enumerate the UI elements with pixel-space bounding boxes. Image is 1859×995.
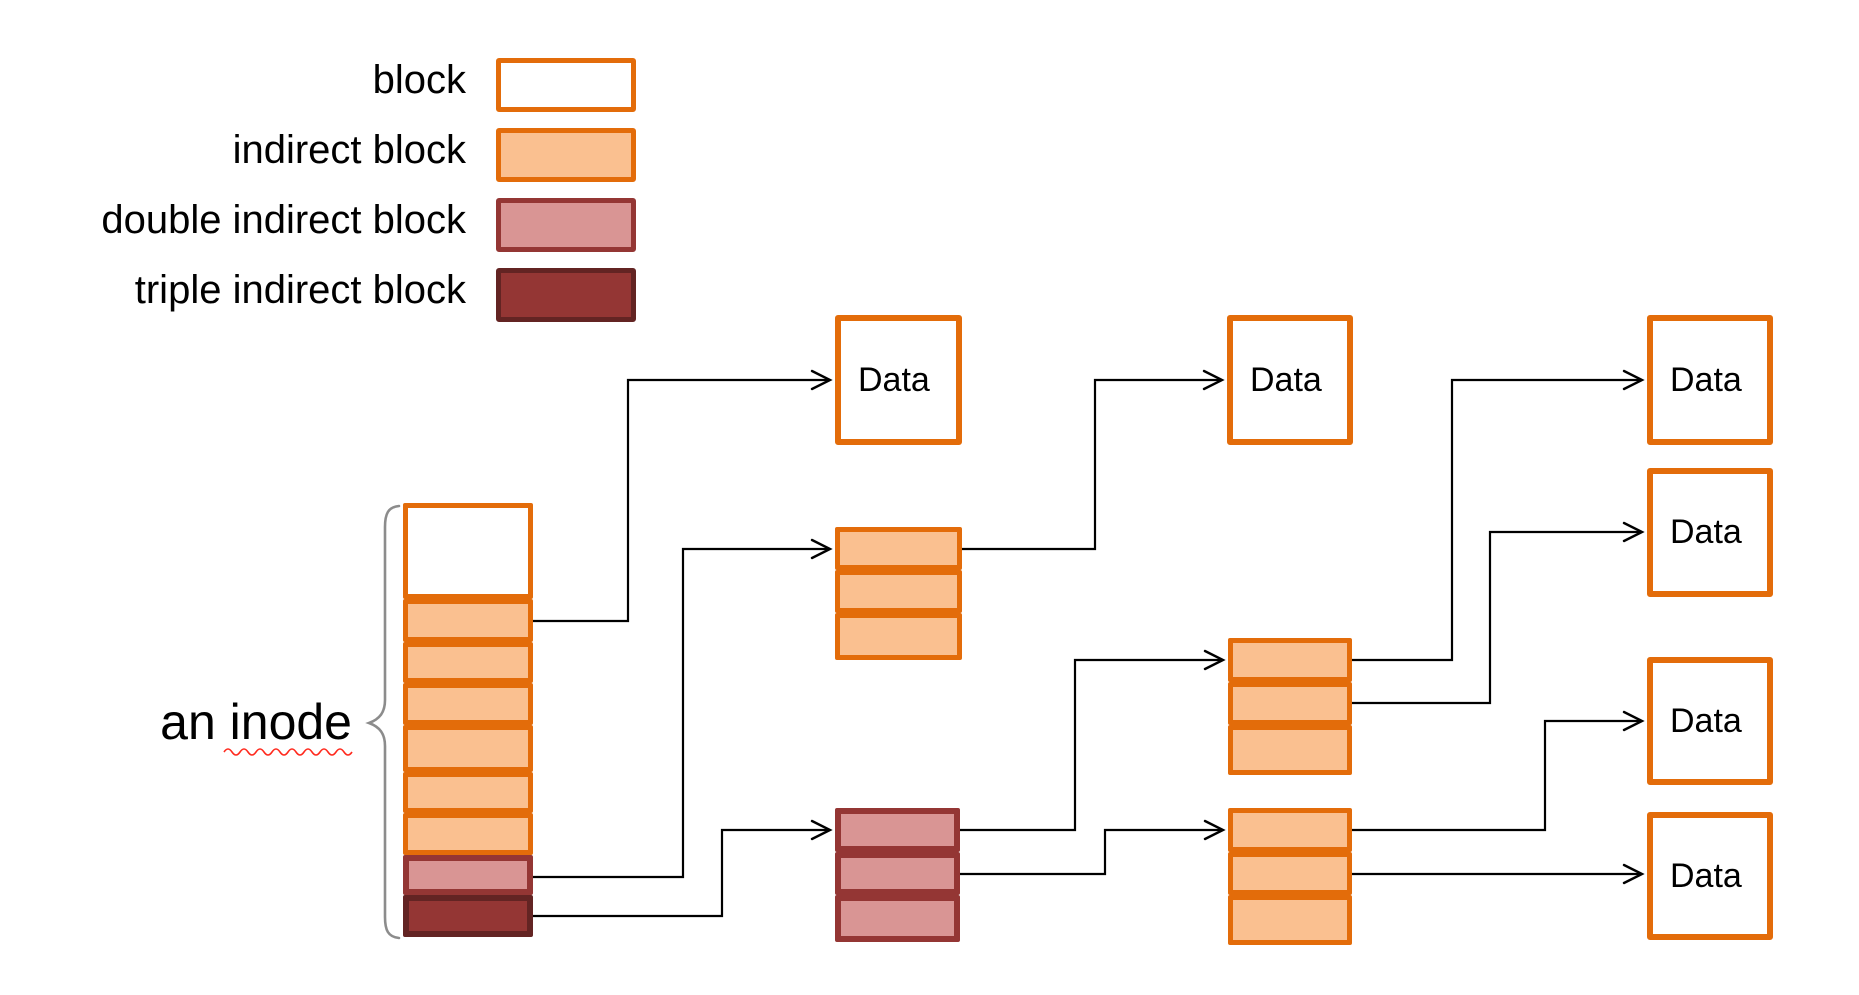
arrow-indirect2-to-data3: [1352, 369, 1645, 662]
inode-cell-double-indirect: [403, 855, 533, 895]
legend-swatch-indirect-block: [496, 128, 636, 182]
arrow-inode-to-indirect-block: [533, 538, 833, 879]
inode-cell-triple-indirect: [403, 895, 533, 937]
legend-label-triple-indirect-block: triple indirect block: [134, 268, 466, 312]
double-indirect-block-cell-3: [835, 895, 960, 942]
indirect-block-3-cell-2: [1228, 852, 1352, 895]
indirect-block-2-cell-1: [1228, 638, 1352, 682]
data-block-4-label: Data: [1670, 513, 1742, 551]
inode-cell-indirect-2: [403, 642, 533, 683]
indirect-block-3-cell-3: [1228, 895, 1352, 945]
double-indirect-block-cell-2: [835, 852, 960, 895]
inode-cell-indirect-1: [403, 599, 533, 642]
data-block-6: Data: [1647, 812, 1773, 940]
arrow-inode-to-double-indirect-block: [533, 819, 833, 918]
data-block-6-label: Data: [1670, 856, 1742, 895]
inode-cell-indirect-3: [403, 683, 533, 725]
arrow-double-to-indirect2: [960, 649, 1226, 832]
arrow-indirect3-to-data5: [1352, 710, 1645, 832]
data-block-4: Data: [1647, 468, 1773, 597]
indirect-block-1-cell-1: [835, 527, 962, 570]
data-block-3-label: Data: [1670, 360, 1742, 399]
legend-swatch-triple-indirect-block: [496, 268, 636, 322]
inode-cell-indirect-4: [403, 725, 533, 772]
data-block-1-label: Data: [858, 360, 930, 399]
arrow-indirect-to-data2: [962, 369, 1225, 551]
double-indirect-block-cell-1: [835, 808, 960, 852]
inode-cell-blank: [403, 503, 533, 599]
data-block-3: Data: [1647, 315, 1773, 445]
legend-label-indirect-block: indirect block: [232, 128, 466, 172]
data-block-5-label: Data: [1670, 701, 1742, 740]
indirect-block-2-cell-2: [1228, 682, 1352, 725]
legend-swatch-double-indirect-block: [496, 198, 636, 252]
indirect-block-1-cell-3: [835, 613, 962, 660]
legend-label-double-indirect-block: double indirect block: [101, 198, 466, 242]
inode-cell-indirect-5: [403, 772, 533, 813]
data-block-2: Data: [1227, 315, 1353, 445]
indirect-block-2-cell-3: [1228, 725, 1352, 775]
data-block-5: Data: [1647, 657, 1773, 785]
arrow-indirect2-to-data4: [1352, 521, 1645, 705]
legend-label-block: block: [372, 58, 466, 102]
data-block-1: Data: [835, 315, 962, 445]
inode-brace: [365, 504, 401, 940]
indirect-block-3-cell-1: [1228, 808, 1352, 852]
inode-cell-indirect-6: [403, 813, 533, 855]
arrow-indirect3-to-data6: [1352, 863, 1645, 885]
indirect-block-1-cell-2: [835, 570, 962, 613]
arrow-double-to-indirect3: [960, 819, 1226, 876]
arrow-inode-to-data1: [533, 369, 833, 623]
spellcheck-squiggle: [223, 748, 353, 756]
legend-swatch-block: [496, 58, 636, 112]
inode-label: an inode: [160, 694, 352, 750]
data-block-2-label: Data: [1250, 360, 1322, 399]
